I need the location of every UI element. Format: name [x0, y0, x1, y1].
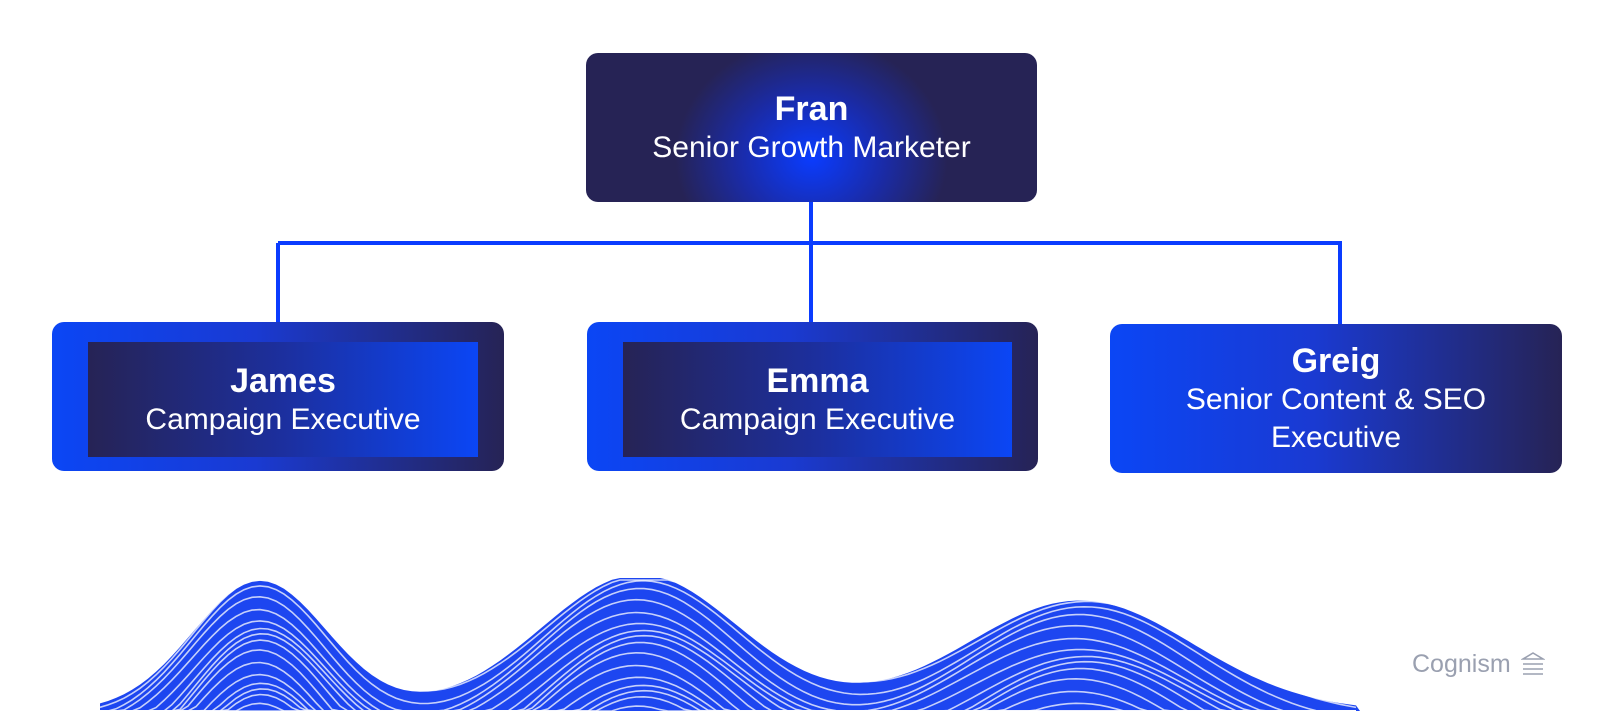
node-inner-panel: Emma Campaign Executive — [623, 342, 1012, 457]
node-name: Emma — [766, 361, 868, 401]
stacked-layers-icon — [1521, 651, 1545, 679]
org-node-emma: Emma Campaign Executive — [587, 322, 1038, 471]
org-node-james: James Campaign Executive — [52, 322, 504, 471]
brand-logo: Cognism — [1412, 650, 1545, 679]
org-node-greig: Greig Senior Content & SEO Executive — [1110, 324, 1562, 473]
node-role: Campaign Executive — [680, 401, 955, 439]
org-node-fran: Fran Senior Growth Marketer — [586, 53, 1037, 202]
brand-name: Cognism — [1412, 650, 1511, 679]
node-name: Greig — [1292, 341, 1381, 381]
node-inner-panel: James Campaign Executive — [88, 342, 478, 457]
node-role-line-2: Executive — [1271, 419, 1401, 457]
node-role-line-1: Senior Content & SEO — [1186, 381, 1486, 419]
decorative-wave-graphic — [0, 560, 1600, 711]
node-name: James — [230, 361, 336, 401]
node-name: Fran — [775, 89, 849, 129]
node-role: Campaign Executive — [145, 401, 420, 439]
node-role: Senior Growth Marketer — [652, 129, 970, 167]
